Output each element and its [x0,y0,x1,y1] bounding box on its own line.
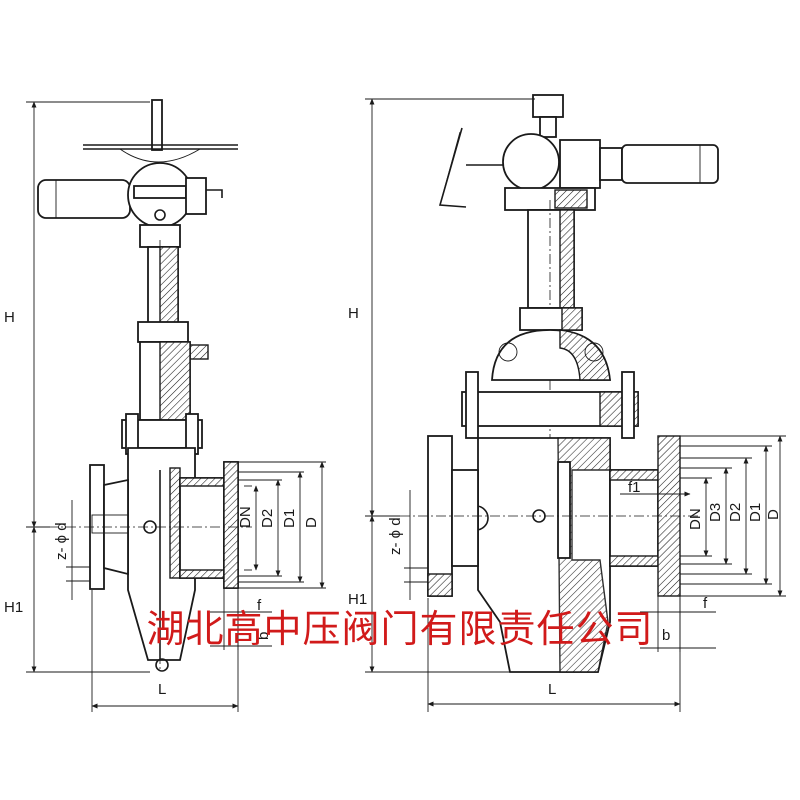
right-label-f1: f1 [628,479,641,496]
left-dimensions [26,101,326,712]
right-valve-view: H H1 L z- ϕ d f1 DN D3 D2 D1 D f b [348,94,786,712]
right-body [463,437,611,673]
left-label-D1: D1 [281,509,298,528]
right-label-DN: DN [687,508,704,530]
right-label-H: H [348,305,359,322]
right-label-H1: H1 [348,591,367,608]
left-label-D: D [303,517,320,528]
right-actuator [502,94,719,211]
right-label-D: D [765,509,782,520]
left-yoke [137,240,209,670]
left-label-DN: DN [237,506,254,528]
right-label-z-phi-d: z- ϕ d [387,517,404,555]
left-label-D2: D2 [259,509,276,528]
left-actuator [37,162,223,248]
right-label-L: L [548,681,556,698]
right-label-D1: D1 [747,503,764,522]
left-valve-view: H H1 L z- ϕ d DN D2 D1 D f b [4,99,326,712]
right-dimensions [365,98,786,712]
left-label-H1: H1 [4,599,23,616]
left-label-H: H [4,309,15,326]
left-handwheel [83,99,238,163]
left-outlet [179,461,239,589]
right-handwheel [438,127,505,208]
right-label-b: b [662,627,670,644]
left-label-f: f [257,597,262,614]
right-dimension-labels: H H1 L z- ϕ d f1 DN D3 D2 D1 D f b [348,305,782,698]
right-outlet [609,435,681,597]
left-label-z-phi-d: z- ϕ d [53,522,70,560]
right-bonnet [461,329,639,439]
right-label-f: f [703,595,708,612]
left-label-L: L [158,681,166,698]
right-label-D3: D3 [707,503,724,522]
right-label-D2: D2 [727,503,744,522]
right-inlet-flange [427,435,479,597]
left-dimension-labels: H H1 L z- ϕ d DN D2 D1 D f b [4,309,320,698]
left-label-b: b [255,632,272,640]
